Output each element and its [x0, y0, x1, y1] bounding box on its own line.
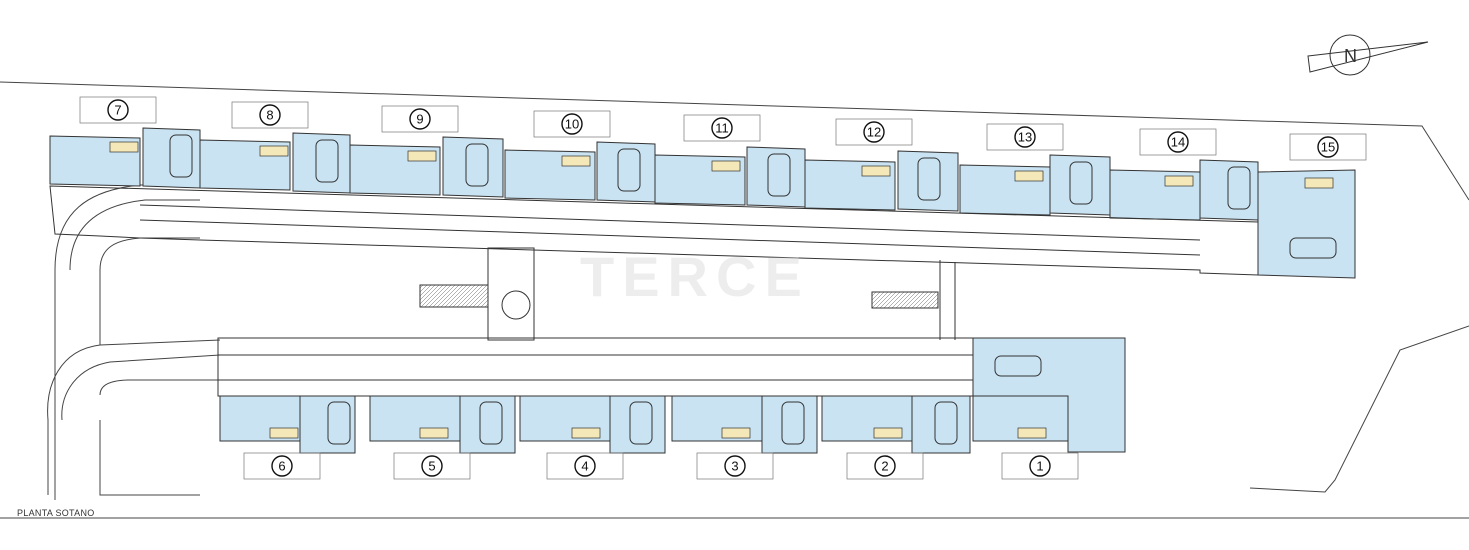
unit-badge-8: 8 — [231, 101, 309, 129]
unit-badge-7: 7 — [79, 96, 157, 124]
unit-number: 5 — [428, 459, 435, 474]
unit-badge-11: 11 — [683, 114, 761, 142]
north-arrow-icon: N — [1307, 34, 1429, 76]
unit-badge-14: 14 — [1139, 128, 1217, 156]
unit-badge-13: 13 — [986, 123, 1064, 151]
unit-number-labels: 7 8 9 10 11 12 13 14 15 6 5 4 3 2 1 — [79, 96, 1367, 480]
unit-number: 13 — [1018, 130, 1032, 145]
unit-number: 6 — [278, 459, 285, 474]
unit-number: 12 — [867, 125, 881, 140]
unit-badge-12: 12 — [835, 118, 913, 146]
central-core — [419, 247, 956, 341]
stair-marks-bottom — [269, 427, 1047, 439]
north-label: N — [1344, 46, 1357, 66]
unit-number: 9 — [416, 112, 423, 127]
unit-number: 14 — [1171, 135, 1185, 150]
bottom-building-block — [217, 337, 1126, 454]
plan-title: PLANTA SOTANO — [17, 508, 95, 518]
unit-badge-4: 4 — [546, 452, 624, 480]
parked-cars-bottom — [327, 355, 1042, 445]
unit-number: 8 — [266, 108, 273, 123]
unit-number: 3 — [731, 459, 738, 474]
unit-badge-9: 9 — [381, 105, 459, 133]
unit-badge-6: 6 — [243, 452, 321, 480]
unit-number: 7 — [114, 103, 121, 118]
unit-badge-10: 10 — [533, 110, 611, 138]
top-building-block — [49, 127, 1356, 279]
unit-badge-5: 5 — [393, 452, 471, 480]
watermark-text: TERCE — [580, 245, 810, 308]
unit-number: 11 — [715, 121, 729, 136]
unit-number: 10 — [565, 117, 579, 132]
unit-number: 4 — [581, 459, 588, 474]
access-ramp — [47, 184, 221, 500]
unit-badge-1: 1 — [1001, 452, 1079, 480]
unit-badge-3: 3 — [696, 452, 774, 480]
unit-badge-15: 15 — [1289, 133, 1367, 161]
unit-number: 1 — [1036, 459, 1043, 474]
stair-marks-top — [109, 141, 1334, 189]
parked-cars-top — [169, 134, 1337, 259]
unit-number: 2 — [881, 459, 888, 474]
site-boundary — [0, 81, 1469, 519]
unit-number: 15 — [1321, 140, 1335, 155]
unit-badge-2: 2 — [846, 452, 924, 480]
